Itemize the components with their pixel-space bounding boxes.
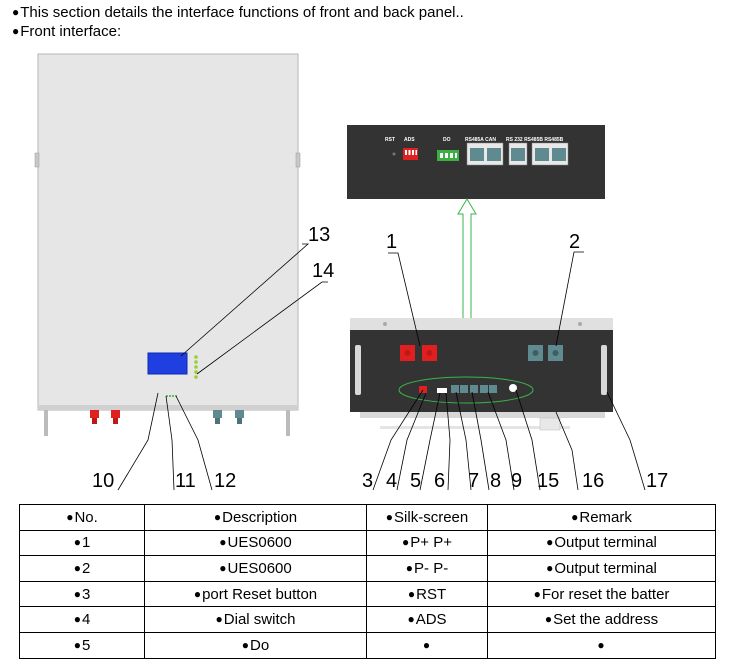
callout-3: 3 <box>362 470 373 492</box>
intro-line-2: Front interface: <box>12 23 121 41</box>
callout-5: 5 <box>410 470 421 492</box>
cell-no: 4 <box>19 606 145 633</box>
green-arrow-icon <box>457 198 477 325</box>
callout-4: 4 <box>386 470 397 492</box>
header-remark: Remark <box>487 504 716 531</box>
battery-rear-view: 1 2 3 4 5 6 7 8 9 15 16 17 <box>350 231 668 492</box>
table-row: 2 UES0600 P- P- Output terminal <box>19 555 716 582</box>
callout-1: 1 <box>386 231 397 253</box>
header-silk-screen: Silk-screen <box>366 504 488 531</box>
panel-figure: 13 14 10 11 12 RST ADS DO RS485A CAN RS … <box>34 53 668 492</box>
cell-silk-screen: ADS <box>366 606 488 633</box>
callout-15: 15 <box>537 470 559 492</box>
callout-10: 10 <box>92 470 114 492</box>
teal-terminal-icon <box>213 410 244 424</box>
table-row: 5 Do <box>19 631 716 659</box>
cell-description: UES0600 <box>144 529 367 557</box>
power-switch-icon <box>509 384 517 392</box>
cell-remark: For reset the batter <box>487 580 716 608</box>
dial-switch-icon <box>403 148 418 160</box>
back-panel-detail: RST ADS DO RS485A CAN RS 232 RS485B RS48… <box>347 125 605 199</box>
interface-table: No. Description Silk-screen Remark 1 UES… <box>19 504 716 659</box>
callout-8: 8 <box>490 470 501 492</box>
table-row: 1 UES0600 P+ P+ Output terminal <box>19 529 716 557</box>
header-description: Description <box>144 504 367 531</box>
cell-no: 1 <box>19 529 145 557</box>
status-led-icon <box>194 355 198 379</box>
table-header-row: No. Description Silk-screen Remark <box>19 504 716 531</box>
label-ads: ADS <box>404 137 415 143</box>
callout-9: 9 <box>511 470 522 492</box>
cell-no: 2 <box>19 555 145 582</box>
label-rst: RST <box>385 137 395 143</box>
label-rs485a-can: RS485A CAN <box>465 137 496 143</box>
callout-12: 12 <box>214 470 236 492</box>
cell-silk-screen: P+ P+ <box>366 529 488 557</box>
label-rs232-rs485b: RS 232 RS485B RS485B <box>506 137 564 143</box>
cell-description: UES0600 <box>144 555 367 582</box>
cabinet-front-view: 13 14 10 11 12 <box>34 53 334 492</box>
cell-description: Do <box>144 631 367 659</box>
do-connector-icon <box>437 150 459 161</box>
cell-no: 5 <box>19 631 145 659</box>
cell-silk-screen: RST <box>366 580 488 608</box>
cell-remark: Output terminal <box>487 529 716 557</box>
cell-silk-screen: P- P- <box>366 555 488 582</box>
callout-17: 17 <box>646 470 668 492</box>
table-row: 3 port Reset button RST For reset the ba… <box>19 580 716 608</box>
cell-remark <box>487 631 716 659</box>
intro-line-1: This section details the interface funct… <box>12 4 464 22</box>
cell-no: 3 <box>19 580 145 608</box>
label-do: DO <box>443 137 451 143</box>
cell-description: port Reset button <box>144 580 367 608</box>
callout-11: 11 <box>175 470 196 492</box>
callout-16: 16 <box>582 470 604 492</box>
callout-6: 6 <box>434 470 445 492</box>
cell-silk-screen <box>366 631 488 659</box>
lcd-screen-icon <box>147 352 188 375</box>
rj45-port-icon <box>466 142 569 166</box>
callout-13: 13 <box>308 224 330 246</box>
negative-terminal-icon <box>528 345 563 361</box>
interface-highlight <box>398 376 534 404</box>
header-no: No. <box>19 504 145 531</box>
callout-2: 2 <box>569 231 580 253</box>
table-row: 4 Dial switch ADS Set the address <box>19 606 716 633</box>
cell-remark: Set the address <box>487 606 716 633</box>
callout-7: 7 <box>468 470 479 492</box>
cell-remark: Output terminal <box>487 555 716 582</box>
callout-14: 14 <box>312 260 334 282</box>
positive-terminal-icon <box>400 345 437 361</box>
cell-description: Dial switch <box>144 606 367 633</box>
red-terminal-icon <box>90 410 120 424</box>
reset-button-icon <box>392 152 396 156</box>
